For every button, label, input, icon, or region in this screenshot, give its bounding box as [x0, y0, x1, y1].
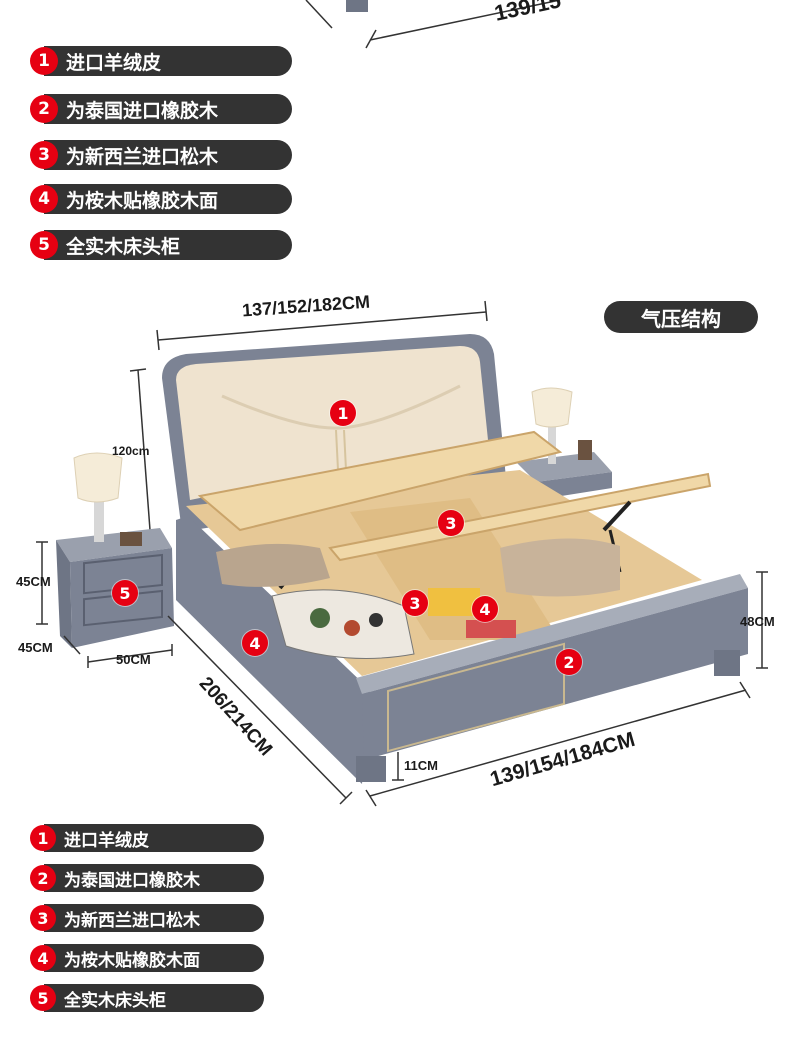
marker-bed-side: 4: [242, 630, 268, 656]
legend-number: 2: [30, 95, 58, 123]
marker-headboard: 1: [330, 400, 356, 426]
legend-number: 4: [30, 945, 56, 971]
legend-label: 为桉木贴橡胶木面: [66, 189, 219, 212]
gas-strut-badge: 气压结构: [604, 301, 758, 333]
legend-item: 3 为新西兰进口松木: [30, 904, 264, 932]
headboard-width-line: [156, 300, 488, 351]
legend-item: 2 为泰国进口橡胶木: [30, 864, 264, 892]
bed-dimension-lines: [167, 571, 768, 807]
left-nightstand: [56, 452, 174, 648]
legend-label: 为新西兰进口松木: [64, 910, 200, 931]
legend-label: 全实木床头柜: [64, 990, 166, 1011]
marker-storage-side: 4: [472, 596, 498, 622]
legend-item: 5 全实木床头柜: [30, 984, 264, 1012]
legend-item: 1 进口羊绒皮: [30, 824, 264, 852]
marker-storage-front: 3: [402, 590, 428, 616]
legend-label: 为新西兰进口松木: [66, 145, 219, 168]
legend-number: 1: [30, 47, 58, 75]
legend-item: 4 为桉木贴橡胶木面: [30, 184, 292, 214]
legend-number: 3: [30, 905, 56, 931]
dim-nightstand-width: 50CM: [116, 652, 151, 667]
legend-item: 2 为泰国进口橡胶木: [30, 94, 292, 124]
legend-item: 4 为桉木贴橡胶木面: [30, 944, 264, 972]
legend-number: 1: [30, 825, 56, 851]
legend-item: 3 为新西兰进口松木: [30, 140, 292, 170]
dim-nightstand-depth: 45CM: [18, 640, 53, 655]
legend-label: 进口羊绒皮: [64, 830, 149, 851]
legend-number: 3: [30, 141, 58, 169]
legend-item: 5 全实木床头柜: [30, 230, 292, 260]
legend-label: 为泰国进口橡胶木: [66, 99, 219, 122]
legend-item: 1 进口羊绒皮: [30, 46, 292, 76]
height-line: [129, 368, 151, 531]
legend-label: 为桉木贴橡胶木面: [64, 950, 200, 971]
dim-height: 120cm: [112, 444, 150, 458]
marker-nightstand: 5: [112, 580, 138, 606]
marker-footboard: 2: [556, 649, 582, 675]
top-leg-fragment: [346, 0, 368, 12]
legend-number: 4: [30, 185, 58, 213]
dim-footboard-height: 48CM: [740, 614, 775, 629]
legend-label: 进口羊绒皮: [66, 51, 162, 74]
marker-storage-back: 3: [438, 510, 464, 536]
dim-leg-height: 11CM: [404, 758, 438, 773]
top-dimension-line: [305, 0, 561, 49]
bed-frame: [176, 430, 748, 784]
legend-number: 5: [30, 985, 56, 1011]
legend-number: 5: [30, 231, 58, 259]
legend-number: 2: [30, 865, 56, 891]
legend-label: 为泰国进口橡胶木: [64, 870, 200, 891]
legend-label: 全实木床头柜: [66, 235, 181, 258]
dim-nightstand-height: 45CM: [16, 574, 51, 589]
nightstand-dimension-lines: [36, 541, 173, 668]
